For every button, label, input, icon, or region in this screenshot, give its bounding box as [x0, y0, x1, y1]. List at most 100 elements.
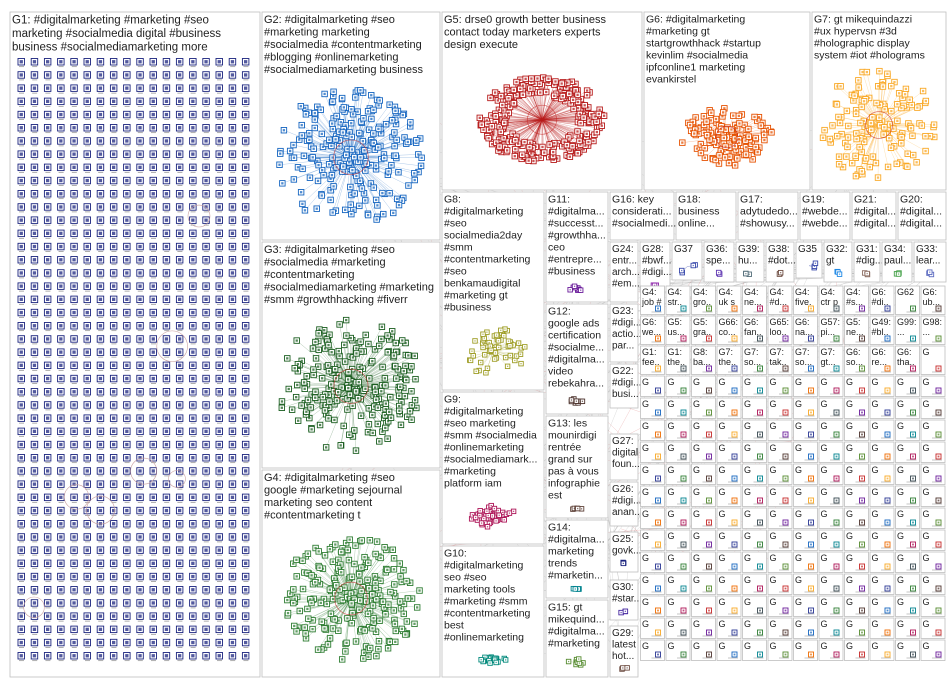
small-cluster: G7:tak.. [767, 345, 793, 375]
cluster-label: G26:#digi...anan... [612, 484, 643, 518]
small-cluster: G [767, 507, 793, 529]
small-cluster-label: G [821, 487, 828, 497]
small-cluster: G [793, 375, 818, 397]
small-cluster-label: G7:so... [795, 347, 812, 367]
small-cluster-label: G [795, 597, 802, 607]
cluster-nodes [570, 505, 585, 512]
small-cluster: G [895, 639, 920, 661]
small-cluster-label: G [719, 421, 726, 431]
small-cluster-label: G [770, 531, 777, 541]
small-cluster: G [716, 419, 742, 441]
small-cluster: G4:#d... [767, 285, 793, 315]
cluster-label: G31:#dig... [856, 244, 883, 267]
small-cluster-label: G [821, 553, 828, 563]
small-cluster: G [716, 375, 742, 397]
small-cluster: G [665, 595, 691, 617]
small-cluster-label: G [642, 465, 649, 475]
small-cluster: G8:ba... [691, 345, 716, 375]
small-cluster: G66:co... [716, 315, 742, 345]
small-cluster: G [767, 573, 793, 595]
cluster-nodes [743, 270, 752, 277]
small-cluster-label: G [923, 597, 930, 607]
small-cluster: G [920, 485, 946, 507]
small-cluster: G [920, 639, 946, 661]
cluster-nodes [476, 74, 608, 165]
small-cluster-label: G [897, 377, 904, 387]
small-cluster-label: G7:gt... [821, 347, 836, 367]
cluster-label: G3: #digitalmarketing #seo#socialmedia #… [264, 244, 434, 306]
small-cluster: G [691, 595, 716, 617]
small-cluster-label: G [795, 553, 802, 563]
small-cluster-label: G [693, 553, 700, 563]
small-cluster-label: G [846, 399, 853, 409]
cluster-g22: G22:#digi...busi... [609, 363, 641, 409]
cluster-nodes [861, 270, 871, 278]
small-cluster-label: G [642, 421, 649, 431]
small-cluster: G [869, 573, 895, 595]
small-cluster: G [691, 639, 716, 661]
small-cluster-label: G [821, 377, 828, 387]
cluster-nodes [715, 269, 723, 277]
small-cluster: G [665, 397, 691, 419]
small-cluster: G [895, 551, 920, 573]
cluster-g36: G36:spe... [703, 241, 735, 283]
cluster-label: G2: #digitalmarketing #seo#marketing mar… [264, 14, 423, 76]
small-cluster: G6:na... [793, 315, 818, 345]
small-cluster-label: G [719, 509, 726, 519]
small-cluster: G [742, 375, 767, 397]
small-cluster-label: G [719, 465, 726, 475]
small-cluster-label: G [795, 575, 802, 585]
small-cluster: G [895, 529, 920, 551]
cluster-g37: G37 [671, 241, 703, 281]
small-cluster: G [640, 617, 665, 639]
small-cluster: G [716, 529, 742, 551]
small-cluster-label: G [719, 641, 726, 651]
small-cluster: G [742, 507, 767, 529]
small-cluster-label: G [846, 377, 853, 387]
small-cluster-label: G [668, 641, 675, 651]
small-cluster-label: G [693, 377, 700, 387]
small-cluster: G [793, 573, 818, 595]
small-cluster: G [920, 397, 946, 419]
small-cluster-label: G [668, 399, 675, 409]
small-cluster-label: G [744, 531, 751, 541]
small-cluster-label: G [846, 509, 853, 519]
cluster-label: G28:#bwf...#digi... [642, 244, 671, 278]
small-cluster: G [844, 485, 869, 507]
small-cluster: G [869, 397, 895, 419]
cluster-label: G38:#dot... [768, 244, 796, 267]
small-cluster: G [920, 551, 946, 573]
cluster-nodes [284, 536, 423, 663]
cluster-label: G34:paul... [884, 244, 911, 267]
small-cluster-label: G [693, 619, 700, 629]
small-cluster-label: G [795, 531, 802, 541]
cluster-g30: G30:#star... [609, 579, 642, 621]
small-cluster: G [895, 595, 920, 617]
small-cluster: G [869, 551, 895, 573]
small-cluster: G [844, 375, 869, 397]
small-cluster: G [767, 617, 793, 639]
cluster-label: G24:entr...arch...#em... [612, 244, 640, 290]
cluster-label: G33:lear... [916, 244, 940, 267]
small-cluster-label: G6:tha.. [897, 347, 915, 367]
small-cluster: G [742, 551, 767, 573]
small-cluster: G [640, 529, 665, 551]
cluster-g26: G26:#digi...anan... [609, 481, 643, 527]
small-cluster: G [895, 397, 920, 419]
small-cluster: G1:fee.. [640, 345, 665, 375]
small-cluster-label: G [923, 641, 930, 651]
small-cluster: G [691, 397, 716, 419]
small-cluster: G [844, 551, 869, 573]
small-cluster-label: G [668, 531, 675, 541]
small-cluster-label: G [744, 421, 751, 431]
small-cluster: G [869, 441, 895, 463]
small-cluster: G [818, 397, 844, 419]
small-cluster-label: G [846, 553, 853, 563]
